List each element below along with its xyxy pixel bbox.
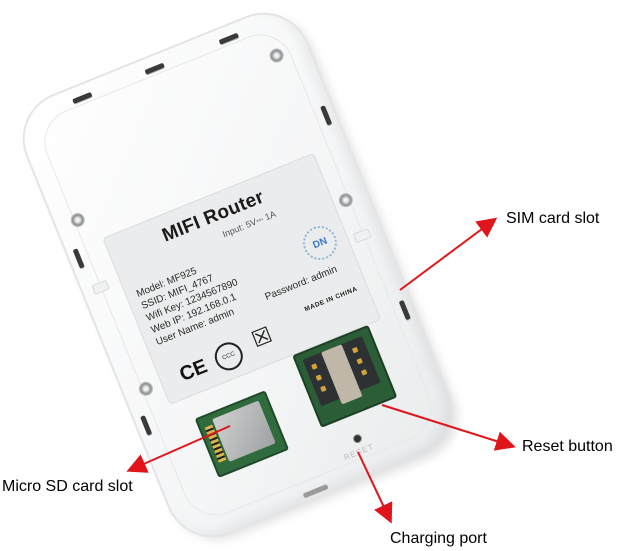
sim-arrow (399, 217, 498, 291)
micro-sd-card-slot-label: Micro SD card slot (2, 478, 133, 495)
sd-arrow (126, 425, 231, 473)
reset-button-label: Reset button (522, 438, 613, 455)
sim-card-slot-label: SIM card slot (506, 210, 600, 227)
charge-arrow (357, 451, 393, 524)
charging-port-label: Charging port (390, 530, 487, 547)
reset-arrow (381, 404, 516, 451)
